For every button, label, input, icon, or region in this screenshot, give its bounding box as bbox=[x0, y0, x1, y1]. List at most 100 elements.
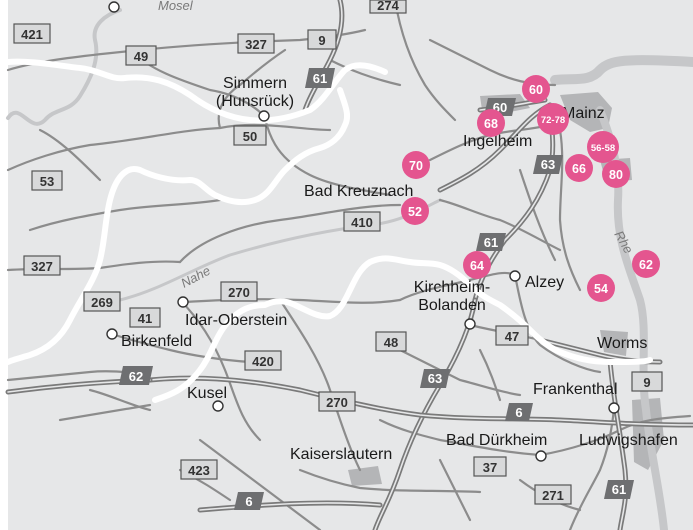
road-shield-274: 274 bbox=[369, 0, 407, 14]
city-dots bbox=[106, 1, 620, 462]
marker-54[interactable]: 54 bbox=[587, 274, 615, 302]
border-west bbox=[5, 87, 351, 365]
kaiserslautern-urban bbox=[348, 466, 382, 486]
borders bbox=[5, 58, 653, 403]
city-label-simmern-2: (Hunsrück) bbox=[216, 93, 294, 110]
road-shield-53: 53 bbox=[31, 170, 63, 191]
road-shield-9-north-label: 9 bbox=[318, 33, 325, 48]
city-label-ludwigshafen: Ludwigshafen bbox=[579, 432, 678, 449]
city-label-kaiserslautern: Kaiserslautern bbox=[290, 446, 392, 463]
marker-80-label: 80 bbox=[609, 168, 623, 182]
city-label-kirchheim-bolanden-2: Bolanden bbox=[418, 297, 486, 314]
location-markers[interactable]: 60 72-78 68 56-58 66 80 70 52 64 62 54 bbox=[401, 75, 660, 302]
motorway-shield-63-south: 63 bbox=[420, 369, 450, 388]
city-dot-frankenthal bbox=[608, 402, 620, 414]
marker-62-label: 62 bbox=[639, 258, 653, 272]
border-north bbox=[5, 58, 388, 124]
road-shield-41-label: 41 bbox=[138, 311, 152, 326]
motorway-shield-6-east: 6 bbox=[505, 403, 533, 421]
city-label-frankenthal: Frankenthal bbox=[533, 381, 618, 398]
road-shield-269: 269 bbox=[83, 291, 121, 312]
city-label-bad-kreuznach: Bad Kreuznach bbox=[304, 183, 413, 200]
marker-64[interactable]: 64 bbox=[463, 251, 491, 279]
marker-64-label: 64 bbox=[470, 259, 484, 273]
marker-62[interactable]: 62 bbox=[632, 250, 660, 278]
marker-56-58[interactable]: 56-58 bbox=[587, 131, 619, 163]
road-shield-49-label: 49 bbox=[134, 49, 148, 64]
border-south bbox=[152, 255, 653, 403]
road-shield-423-label: 423 bbox=[188, 463, 210, 478]
city-label-birkenfeld: Birkenfeld bbox=[121, 333, 192, 350]
road-shield-47-label: 47 bbox=[505, 329, 519, 344]
road-shield-9-north: 9 bbox=[307, 29, 337, 50]
road-shield-50-label: 50 bbox=[243, 129, 257, 144]
road-shield-327-west: 327 bbox=[23, 255, 61, 276]
city-label-alzey: Alzey bbox=[525, 274, 564, 291]
city-label-ingelheim: Ingelheim bbox=[463, 133, 532, 150]
road-shield-48: 48 bbox=[375, 331, 407, 352]
marker-56-58-label: 56-58 bbox=[591, 143, 615, 154]
marker-72-78-label: 72-78 bbox=[541, 115, 565, 126]
motorway-shields: 61 60 63 61 62 63 6 6 61 bbox=[119, 68, 634, 510]
marker-68[interactable]: 68 bbox=[477, 109, 505, 137]
road-shield-327-north: 327 bbox=[237, 33, 275, 54]
motorway-shield-62-label: 62 bbox=[129, 369, 143, 384]
road-shield-420-label: 420 bbox=[252, 354, 274, 369]
marker-66[interactable]: 66 bbox=[565, 154, 593, 182]
road-shield-410: 410 bbox=[343, 211, 381, 232]
marker-70[interactable]: 70 bbox=[402, 151, 430, 179]
marker-72-78[interactable]: 72-78 bbox=[537, 103, 569, 135]
road-shield-41: 41 bbox=[129, 307, 161, 328]
marker-66-label: 66 bbox=[572, 162, 586, 176]
road-shield-410-label: 410 bbox=[351, 215, 373, 230]
road-shield-48-label: 48 bbox=[384, 335, 398, 350]
city-label-bad-duerkheim: Bad Dürkheim bbox=[446, 432, 547, 449]
road-shield-423: 423 bbox=[180, 459, 218, 480]
motorway-shield-61-north: 61 bbox=[305, 68, 335, 88]
road-shield-420: 420 bbox=[244, 350, 282, 371]
marker-60[interactable]: 60 bbox=[522, 75, 550, 103]
road-shield-270-north: 270 bbox=[220, 281, 258, 302]
road-shield-327-north-label: 327 bbox=[245, 37, 267, 52]
city-label-mainz: Mainz bbox=[562, 105, 605, 122]
marker-52-label: 52 bbox=[408, 205, 422, 219]
road-shield-271: 271 bbox=[534, 484, 572, 505]
road-shield-327-west-label: 327 bbox=[31, 259, 53, 274]
road-shield-47: 47 bbox=[495, 325, 529, 346]
road-shield-37: 37 bbox=[473, 456, 507, 477]
motorway-shield-61-middle: 61 bbox=[476, 233, 506, 251]
city-dot-kirchheim-bolanden bbox=[464, 318, 476, 330]
mainz-urban bbox=[560, 92, 612, 132]
left-margin bbox=[0, 0, 8, 530]
motorway-shield-6-west-label: 6 bbox=[245, 494, 252, 509]
city-dot-birkenfeld bbox=[106, 328, 118, 340]
city-dot-alzey bbox=[509, 270, 521, 282]
motorway-shield-63-north-label: 63 bbox=[541, 157, 555, 172]
road-shield-270-south-label: 270 bbox=[326, 395, 348, 410]
city-label-kusel: Kusel bbox=[187, 385, 227, 402]
city-label-kirchheim-bolanden: Kirchheim- bbox=[414, 279, 490, 296]
motorway-shield-63-south-label: 63 bbox=[428, 371, 442, 386]
city-dot-mosel-town bbox=[108, 1, 120, 13]
city-label-worms: Worms bbox=[597, 335, 647, 352]
road-shield-9-south-label: 9 bbox=[643, 375, 650, 390]
city-dot-idar-oberstein bbox=[177, 296, 189, 308]
marker-52[interactable]: 52 bbox=[401, 197, 429, 225]
city-dot-bad-duerkheim bbox=[535, 450, 547, 462]
city-dot-kusel bbox=[212, 400, 224, 412]
road-shield-270-south: 270 bbox=[318, 391, 356, 412]
marker-80[interactable]: 80 bbox=[602, 160, 630, 188]
road-shield-270-north-label: 270 bbox=[228, 285, 250, 300]
road-shield-269-label: 269 bbox=[91, 295, 113, 310]
road-shield-421: 421 bbox=[13, 23, 51, 44]
motorway-shield-63-north: 63 bbox=[533, 155, 563, 174]
nahe-river bbox=[118, 198, 442, 302]
road-shield-421-label: 421 bbox=[21, 27, 43, 42]
marker-54-label: 54 bbox=[594, 282, 608, 296]
road-shield-53-label: 53 bbox=[40, 174, 54, 189]
motorway-shield-62: 62 bbox=[119, 366, 153, 385]
city-label-idar-oberstein: Idar-Oberstein bbox=[185, 312, 287, 329]
worms-urban bbox=[600, 330, 628, 356]
